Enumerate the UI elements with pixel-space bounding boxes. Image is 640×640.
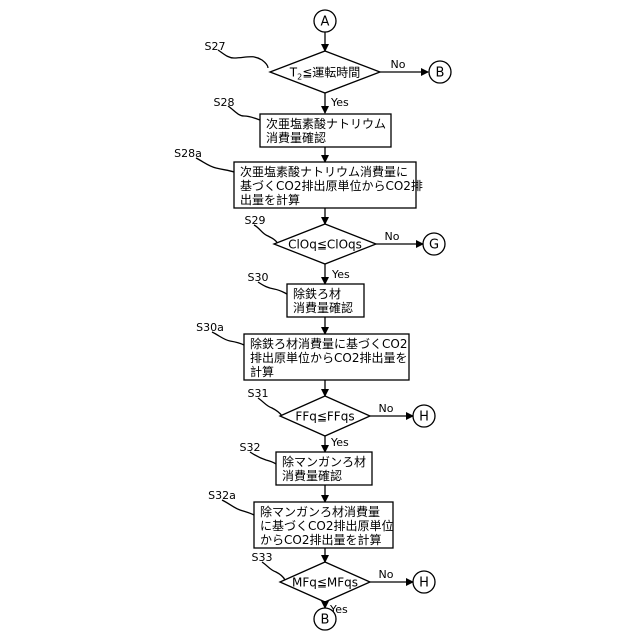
connector-a-label: A [321,15,330,30]
decision-s27: S27 T2≦運転時間 [205,40,380,93]
decision-s33: S33 MFq≦MFqs [252,551,370,602]
s31-no-label: No [379,402,394,415]
s29-step-label: S29 [245,214,266,227]
s31-leader-line [258,398,282,416]
s27-yes-label: Yes [330,96,349,109]
s32a-line-1: 除マンガンろ材消費量 [260,504,380,519]
s27-leader-line [218,50,268,68]
s30-line-1: 除鉄ろ材 [293,286,341,301]
connector-h-1-label: H [419,410,429,425]
s30a-line-2: 排出原単位からCO2排出量を [250,350,407,365]
s33-no-label: No [379,568,394,581]
connector-b-top: B [429,61,451,83]
s32a-line-2: に基づくCO2排出原単位 [260,518,393,533]
s33-condition: MFq≦MFqs [292,576,358,590]
s27-no-label: No [391,58,406,71]
s32-step-label: S32 [240,441,261,454]
s28-line-1: 次亜塩素酸ナトリウム [266,116,386,131]
s28a-leader-line [196,158,234,172]
connector-h-1: H [413,405,435,427]
s28a-line-2: 基づくCO2排出原単位からCO2排 [240,178,423,193]
process-s28a: S28a 次亜塩素酸ナトリウム消費量に 基づくCO2排出原単位からCO2排 出量… [174,147,423,208]
s28a-line-1: 次亜塩素酸ナトリウム消費量に [240,164,408,179]
s32-line-1: 除マンガンろ材 [282,454,366,469]
s32a-leader-line [222,500,254,515]
connector-b-top-label: B [436,66,445,81]
connector-b-bottom: B [314,608,336,630]
process-s30a: S30a 除鉄ろ材消費量に基づくCO2 排出原単位からCO2排出量を 計算 [196,321,409,380]
s28-step-label: S28 [214,96,235,109]
s30a-line-1: 除鉄ろ材消費量に基づくCO2 [250,336,407,351]
connector-b-bottom-label: B [321,613,330,628]
connector-g: G [423,233,445,255]
process-s32a: S32a 除マンガンろ材消費量 に基づくCO2排出原単位 からCO2排出量を計算 [208,489,393,548]
s33-leader-line [262,562,285,580]
s32a-step-label: S32a [208,489,236,502]
s29-no-label: No [385,230,400,243]
s28a-step-label: S28a [174,147,202,160]
s28a-line-3: 出量を計算 [240,192,300,207]
s32-line-2: 消費量確認 [282,468,342,483]
s30a-step-label: S30a [196,321,224,334]
s29-yes-label: Yes [331,268,350,281]
s32a-line-3: からCO2排出量を計算 [260,532,381,547]
connector-h-2-label: H [419,576,429,591]
connector-g-label: G [429,238,439,253]
s31-condition: FFq≦FFqs [295,410,354,424]
s30a-line-3: 計算 [250,364,274,379]
s30-line-2: 消費量確認 [293,300,353,315]
s29-leader-line [254,225,278,244]
s31-yes-label: Yes [330,436,349,449]
s28-line-2: 消費量確認 [266,130,326,145]
decision-s31: S31 FFq≦FFqs [248,387,370,436]
s29-condition: ClOq≦ClOqs [288,238,362,252]
connector-h-2: H [413,571,435,593]
process-s32: S32 除マンガンろ材 消費量確認 [240,441,372,485]
process-s28: S28 次亜塩素酸ナトリウム 消費量確認 [214,96,391,147]
s27-step-label: S27 [205,40,226,53]
s33-step-label: S33 [252,551,273,564]
connector-a: A [314,10,336,32]
s27-condition-rest: ≦運転時間 [302,66,360,80]
s30-step-label: S30 [248,271,269,284]
decision-s29: S29 ClOq≦ClOqs [245,214,376,264]
s31-step-label: S31 [248,387,269,400]
